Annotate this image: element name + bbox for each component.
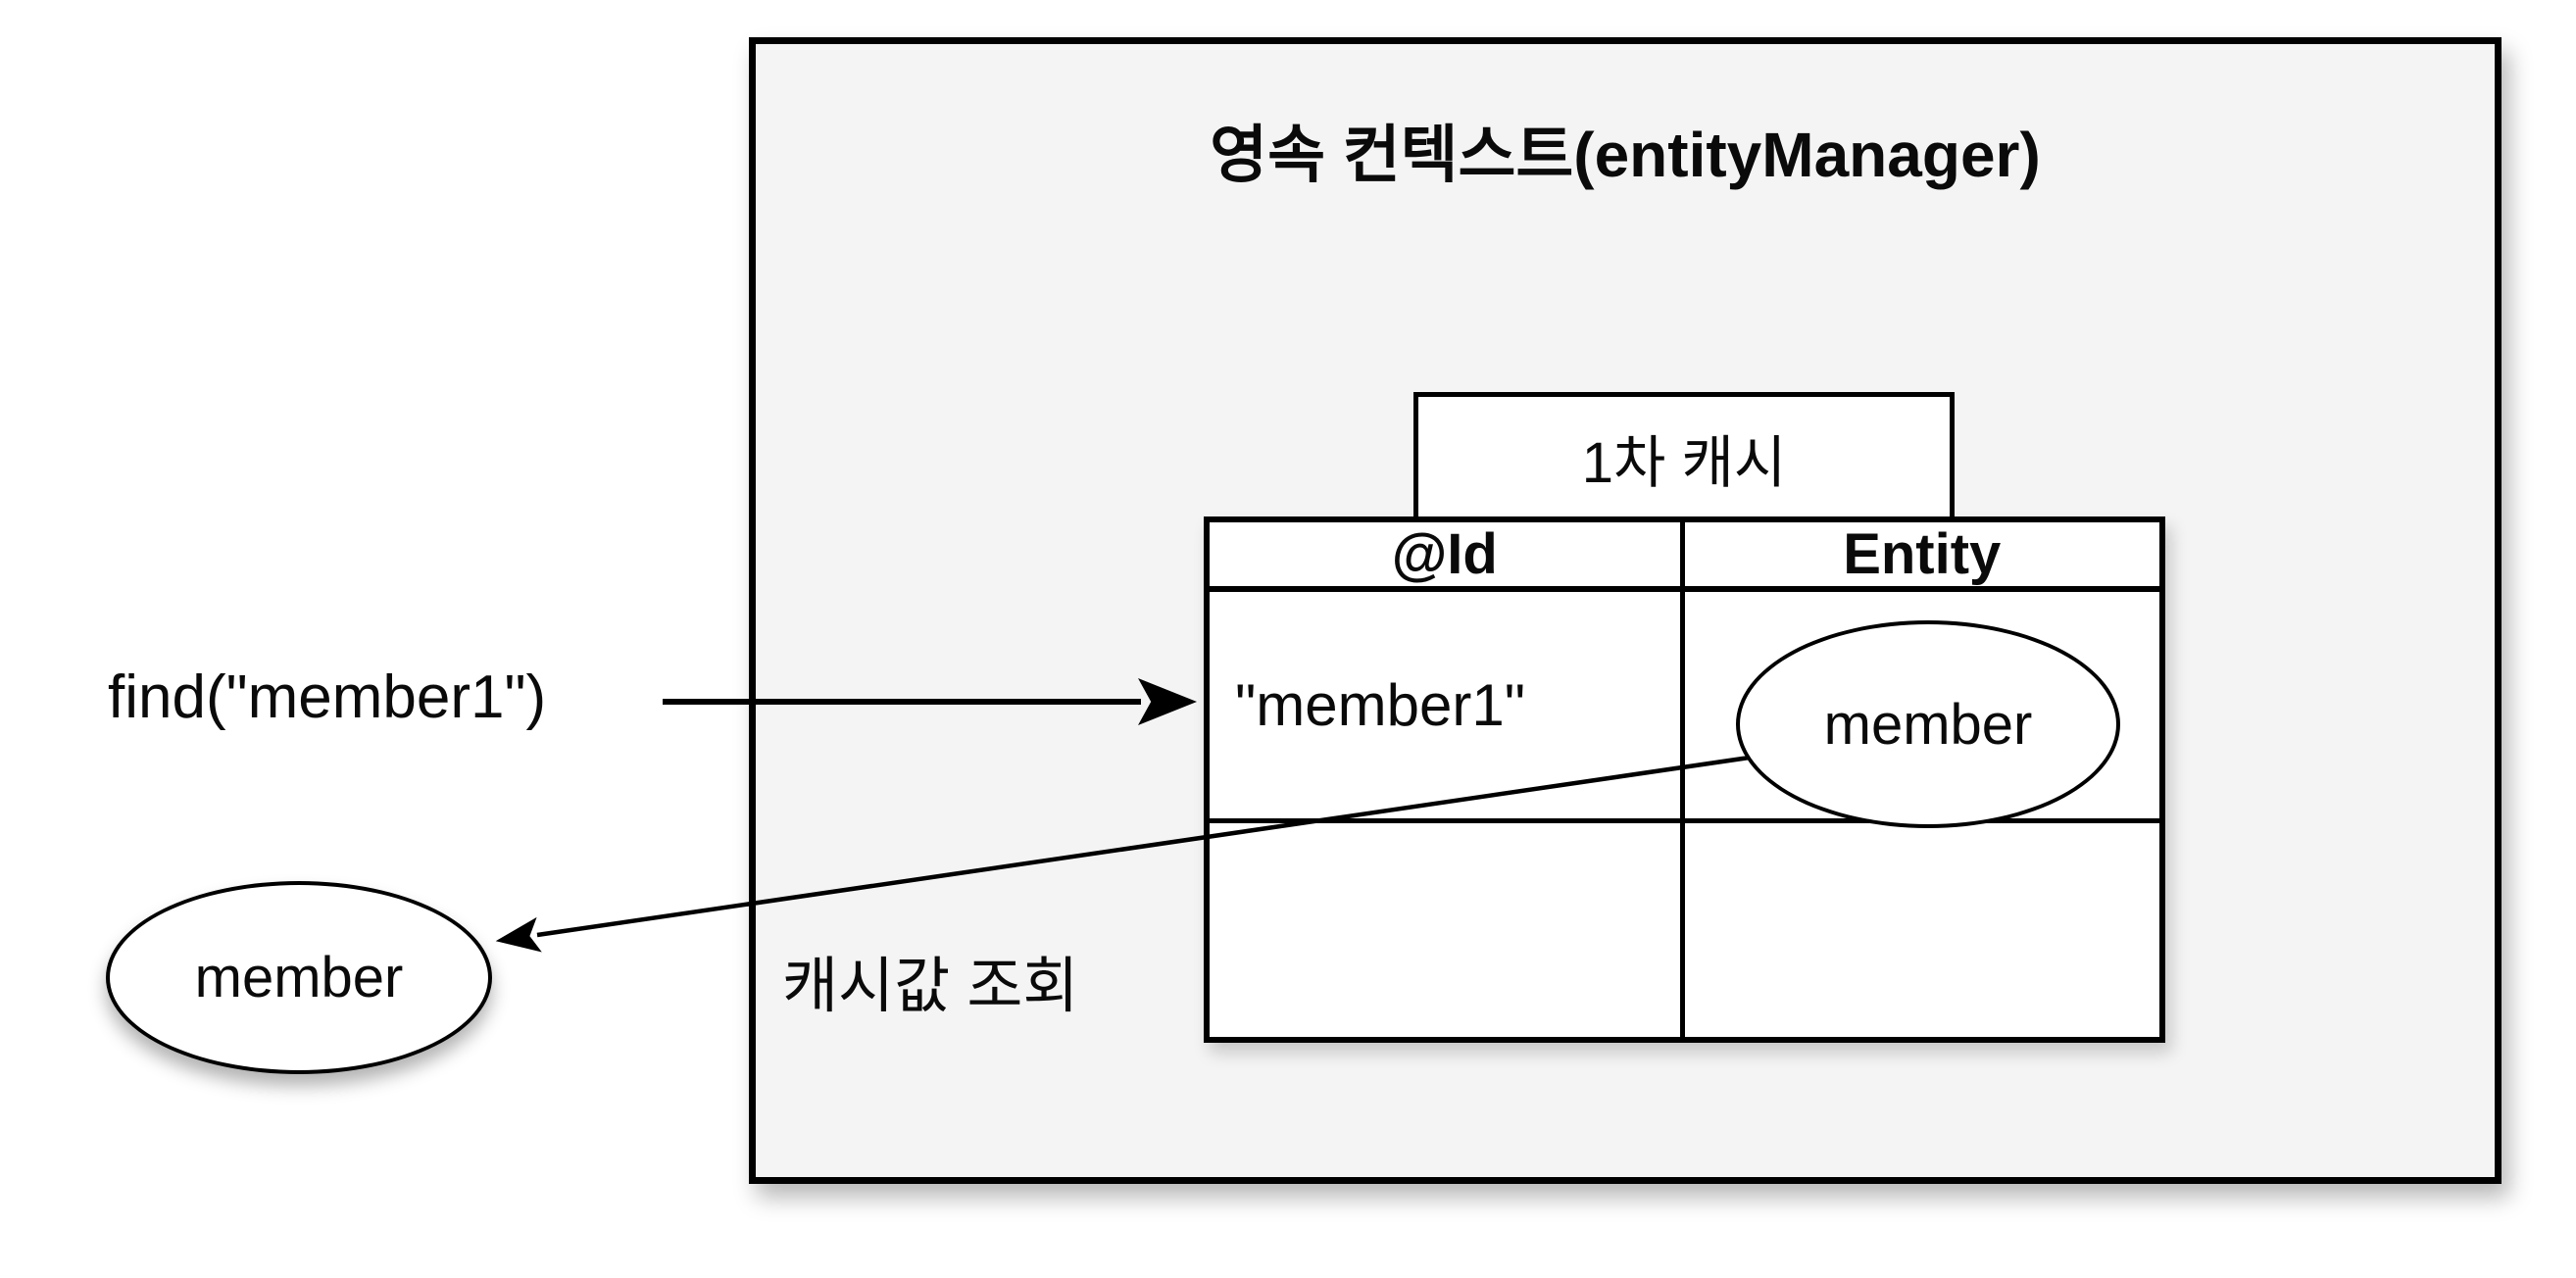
- entity-ellipse-cached: member: [1736, 620, 2120, 828]
- first-level-cache-box: 1차 캐시: [1413, 392, 1955, 522]
- table-cell-id-row2: [1210, 823, 1685, 1037]
- persistence-context-title: 영속 컨텍스트(entityManager): [1210, 120, 2041, 190]
- table-cell-entity-row2: [1685, 823, 2160, 1037]
- entity-ellipse-cached-label: member: [1823, 692, 2033, 757]
- cache-lookup-label: 캐시값 조회: [782, 953, 1079, 1020]
- table-cell-id-row1: "member1": [1210, 592, 1685, 823]
- find-call-label: find("member1"): [108, 664, 547, 731]
- entity-ellipse-result-label: member: [194, 946, 404, 1009]
- table-header-entity: Entity: [1684, 522, 2159, 592]
- table-header-id: @Id: [1210, 522, 1685, 592]
- entity-ellipse-result: member: [106, 881, 492, 1074]
- first-level-cache-label: 1차 캐시: [1581, 430, 1787, 495]
